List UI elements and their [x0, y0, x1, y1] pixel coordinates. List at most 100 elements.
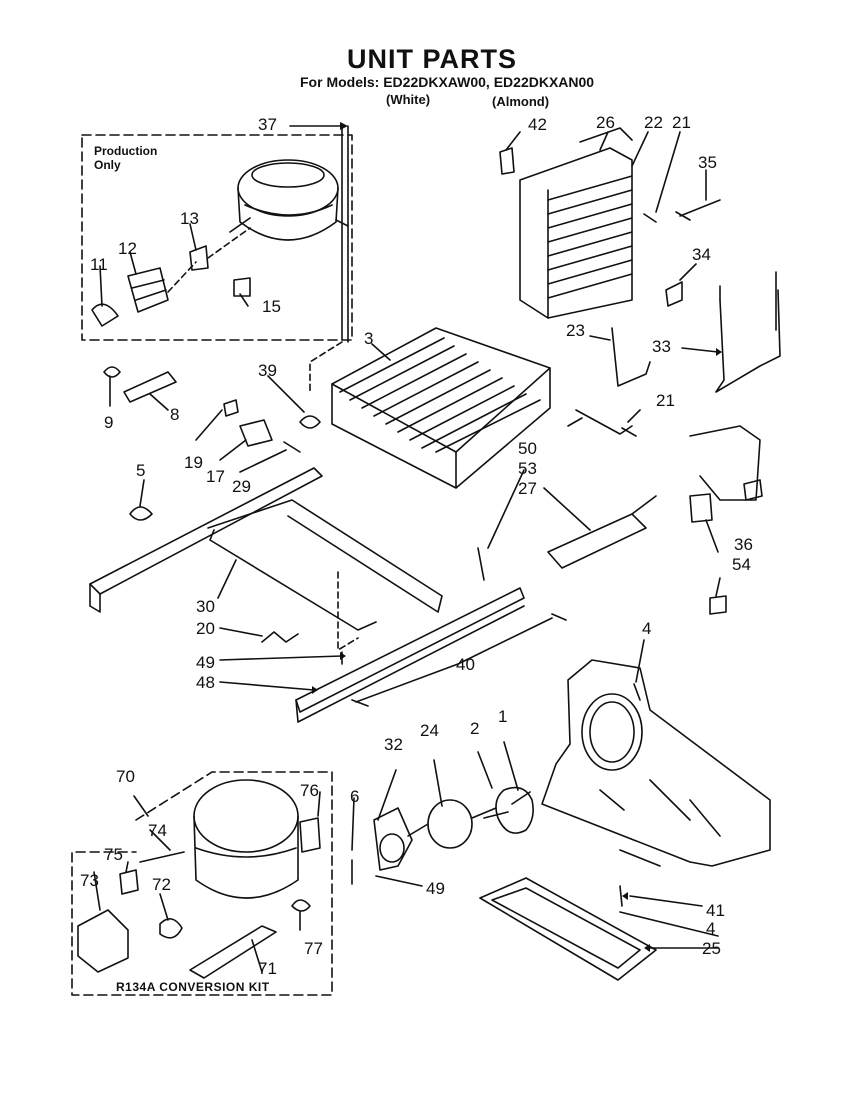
clip-50-icon: [576, 410, 632, 434]
callout-1: 1: [498, 707, 508, 726]
callout-74: 74: [148, 821, 167, 840]
wire-74-icon: [140, 852, 184, 862]
frame-rails-icon: [90, 468, 524, 722]
callout-73: 73: [80, 871, 99, 890]
drier-71-icon: [190, 926, 276, 978]
callout-6: 6: [350, 787, 360, 806]
callout-15: 15: [262, 297, 281, 316]
bracket-32-icon: [374, 808, 412, 870]
clip-5-icon: [130, 507, 152, 520]
drier-27-icon: [548, 496, 656, 568]
callout-17: 17: [206, 467, 225, 486]
callout-2: 2: [470, 719, 480, 738]
bracket-icon: [190, 246, 208, 270]
models-line: For Models: ED22DKXAW00, ED22DKXAN00: [300, 74, 595, 90]
capacitor-17-icon: [240, 420, 272, 446]
callout-11: 11: [90, 255, 108, 274]
conversion-kit-label: R134A CONVERSION KIT: [116, 980, 270, 994]
kit-compressor-icon: [194, 780, 298, 898]
callout-40: 40: [456, 655, 475, 674]
cap-54-icon: [710, 596, 726, 614]
overload-icon: [234, 278, 250, 296]
callout-3: 3: [364, 329, 374, 348]
plug-35-icon: [676, 200, 720, 220]
grommet-39-icon: [300, 416, 320, 428]
callout-26: 26: [596, 113, 615, 132]
relay-73-icon: [78, 910, 128, 972]
callout-77: 77: [304, 939, 323, 958]
callout-32: 32: [384, 735, 403, 754]
terminal-19-icon: [224, 400, 238, 416]
screw-41-icon: [620, 886, 622, 906]
callout-25: 25: [702, 939, 721, 958]
capacitor-75-icon: [120, 870, 138, 894]
compressor-icon: [230, 160, 348, 240]
callout-22: 22: [644, 113, 663, 132]
harness-36-icon: [690, 426, 762, 522]
conversion-kit-box: [72, 772, 332, 995]
callout-70: 70: [116, 767, 135, 786]
callout-33: 33: [652, 337, 671, 356]
grommet-77-icon: [292, 900, 310, 911]
callout-13: 13: [180, 209, 199, 228]
screw-22-icon: [644, 214, 656, 222]
callout-4-bottom: 4: [706, 919, 716, 938]
callout-5: 5: [136, 461, 146, 480]
callout-30: 30: [196, 597, 215, 616]
nut-9-icon: [104, 367, 120, 377]
callout-19: 19: [184, 453, 203, 472]
callout-37: 37: [258, 115, 277, 134]
callout-76: 76: [300, 781, 319, 800]
callout-12: 12: [118, 239, 137, 258]
condenser-icon: [520, 128, 632, 318]
callout-42: 42: [528, 115, 547, 134]
screw-29-icon: [284, 442, 300, 452]
clip-42-icon: [500, 148, 514, 174]
callout-9: 9: [104, 413, 114, 432]
callout-49-right: 49: [426, 879, 445, 898]
callout-35: 35: [698, 153, 717, 172]
callout-41: 41: [706, 901, 725, 920]
color-white-label: (White): [386, 92, 431, 107]
callout-54: 54: [732, 555, 751, 574]
relay-icon: [128, 268, 168, 312]
callout-23: 23: [566, 321, 585, 340]
callout-72: 72: [152, 875, 171, 894]
callout-53: 53: [518, 459, 537, 478]
diagram-title: UNIT PARTS: [347, 44, 517, 74]
callout-21-top: 21: [672, 113, 691, 132]
callout-49-left: 49: [196, 653, 215, 672]
callout-21-mid: 21: [656, 391, 675, 410]
tube-8-icon: [124, 372, 176, 402]
screw-40-icon: [352, 614, 566, 706]
evaporator-icon: [332, 328, 550, 488]
color-almond-label: (Almond): [492, 94, 550, 109]
callout-27: 27: [518, 479, 537, 498]
callout-39: 39: [258, 361, 277, 380]
tube-33-icon: [716, 290, 780, 392]
bracket-76-icon: [300, 818, 320, 852]
overload-72-icon: [160, 919, 182, 938]
callout-36: 36: [734, 535, 753, 554]
clip-icon: [92, 304, 118, 326]
base-plate-icon: [542, 660, 770, 866]
wire-23-icon: [612, 328, 650, 386]
callout-24: 24: [420, 721, 439, 740]
callout-4-top: 4: [642, 619, 652, 638]
screw-4-icon: [634, 684, 640, 700]
screw-21-icon: [622, 428, 636, 436]
drain-tray-icon: [480, 878, 656, 980]
screw-53-icon: [478, 548, 484, 580]
callout-34: 34: [692, 245, 711, 264]
fan-motor-icon: [380, 800, 496, 862]
callout-50: 50: [518, 439, 537, 458]
callout-71: 71: [258, 959, 277, 978]
callout-8: 8: [170, 405, 180, 424]
production-only-box: [82, 135, 352, 340]
clip-20-icon: [262, 632, 298, 642]
callout-29: 29: [232, 477, 251, 496]
callout-20: 20: [196, 619, 215, 638]
clip-34-icon: [666, 282, 682, 306]
production-only-label: Production Only: [94, 144, 158, 172]
